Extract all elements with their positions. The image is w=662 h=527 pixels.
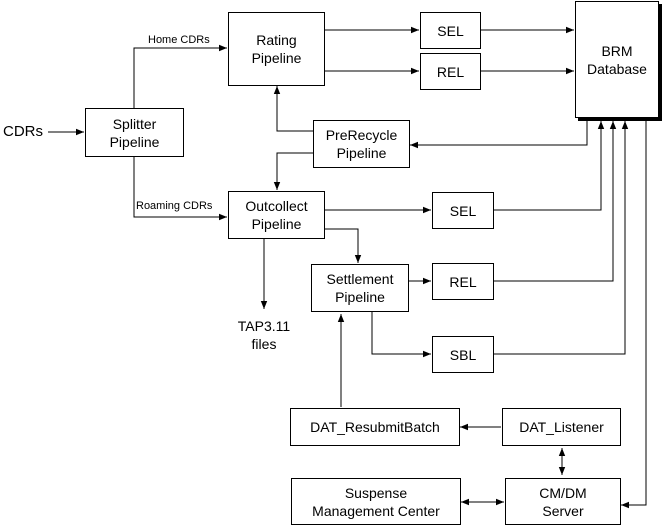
rating-pipeline-node[interactable]: Rating Pipeline <box>228 12 325 86</box>
edge-splitter-outcollect <box>133 156 227 221</box>
edge-prerecycle-outcollect <box>273 152 313 190</box>
sel-mid-node[interactable]: SEL <box>432 192 494 229</box>
outcollect-pipeline-node[interactable]: Outcollect Pipeline <box>228 191 325 239</box>
edge-selmid-brm <box>494 121 605 211</box>
cdrs-label: CDRs <box>3 123 43 140</box>
prerecycle-pipeline-node[interactable]: PreRecycle Pipeline <box>313 120 410 168</box>
rel-mid-node[interactable]: REL <box>432 263 494 300</box>
dat-resubmitbatch-node[interactable]: DAT_ResubmitBatch <box>290 408 460 446</box>
edge-splitter-rating <box>133 44 227 108</box>
edge-brm-prerecycle <box>410 118 588 149</box>
edge-sbl-brm <box>494 121 629 355</box>
edge-brm-cmdm <box>621 118 647 509</box>
splitter-pipeline-node[interactable]: Splitter Pipeline <box>85 108 184 157</box>
cm-dm-server-node[interactable]: CM/DM Server <box>505 478 621 525</box>
brm-database-node[interactable]: BRM Database <box>575 1 659 118</box>
edge-outcollect-settlement <box>325 228 362 263</box>
edge-label-home-cdrs: Home CDRs <box>148 34 210 46</box>
sel-top-node[interactable]: SEL <box>420 12 481 49</box>
rel-top-node[interactable]: REL <box>420 53 481 90</box>
dat-listener-node[interactable]: DAT_Listener <box>502 408 621 446</box>
edge-prerecycle-rating <box>273 86 313 132</box>
edge-settlement-sbl <box>371 311 431 358</box>
settlement-pipeline-node[interactable]: Settlement Pipeline <box>311 264 409 312</box>
suspense-management-center-node[interactable]: Suspense Management Center <box>291 478 461 525</box>
edge-label-roaming-cdrs: Roaming CDRs <box>136 200 213 212</box>
edge-relmid-brm <box>494 121 617 282</box>
sbl-node[interactable]: SBL <box>432 336 494 373</box>
tap-files-label: TAP3.11 files <box>237 318 291 352</box>
